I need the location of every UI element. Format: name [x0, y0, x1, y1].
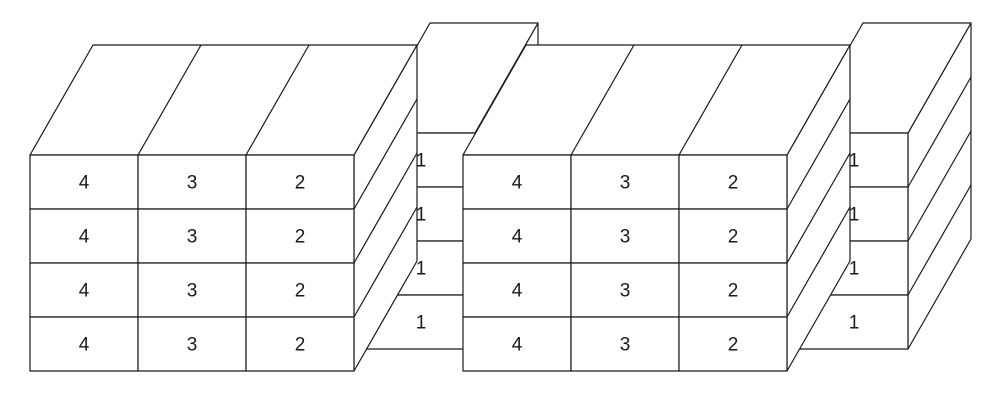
main-box-label: 3 — [620, 173, 631, 194]
main-top-divider — [137, 44, 202, 156]
side-box-label: 1 — [849, 313, 860, 334]
main-right-divider — [786, 206, 851, 318]
main-top-divider — [678, 44, 743, 156]
main-box-label: 3 — [620, 335, 631, 356]
main-box-label: 3 — [620, 227, 631, 248]
main-box-label: 4 — [512, 281, 523, 302]
side-right-divider — [907, 130, 972, 242]
side-box-label: 1 — [416, 313, 427, 334]
side-box-label: 1 — [849, 151, 860, 172]
main-block-top-face — [462, 44, 851, 156]
main-box-label: 3 — [187, 335, 198, 356]
main-box-label: 4 — [79, 227, 90, 248]
main-box-label: 2 — [728, 335, 739, 356]
main-box-front — [245, 316, 355, 372]
side-box-label: 1 — [849, 205, 860, 226]
main-box-label: 2 — [295, 335, 306, 356]
main-box-label: 2 — [728, 227, 739, 248]
main-right-divider — [353, 206, 418, 318]
main-box-label: 4 — [79, 173, 90, 194]
main-box-front — [678, 316, 788, 372]
side-box-label: 1 — [416, 151, 427, 172]
main-block-top-face — [29, 44, 418, 156]
main-box-label: 4 — [512, 173, 523, 194]
main-right-divider — [353, 152, 418, 264]
main-box-label: 3 — [620, 281, 631, 302]
side-right-divider — [907, 76, 972, 188]
main-box-label: 2 — [295, 173, 306, 194]
side-right-divider — [907, 184, 972, 296]
main-box-label: 4 — [79, 335, 90, 356]
main-box-label: 2 — [728, 173, 739, 194]
main-box-label: 3 — [187, 281, 198, 302]
main-right-divider — [786, 152, 851, 264]
side-box-label: 1 — [416, 259, 427, 280]
main-box-label: 3 — [187, 227, 198, 248]
main-box-label: 4 — [512, 227, 523, 248]
main-box-label: 3 — [187, 173, 198, 194]
main-right-divider — [786, 98, 851, 210]
box-stack-2: 1 1 1 1 4 3 2 4 3 2 4 3 2 4 3 2 — [462, 22, 972, 372]
main-block: 4 3 2 4 3 2 4 3 2 4 3 2 — [29, 44, 418, 372]
main-top-divider — [245, 44, 310, 156]
box-stack-1: 1 1 1 1 4 3 2 4 3 2 4 3 2 4 3 2 — [29, 22, 539, 372]
main-box-label: 4 — [512, 335, 523, 356]
main-box-label: 2 — [295, 281, 306, 302]
main-right-divider — [353, 98, 418, 210]
main-box-label: 4 — [79, 281, 90, 302]
main-top-divider — [570, 44, 635, 156]
main-block: 4 3 2 4 3 2 4 3 2 4 3 2 — [462, 44, 851, 372]
main-box-label: 2 — [295, 227, 306, 248]
side-box-label: 1 — [416, 205, 427, 226]
main-box-label: 2 — [728, 281, 739, 302]
side-box-label: 1 — [849, 259, 860, 280]
